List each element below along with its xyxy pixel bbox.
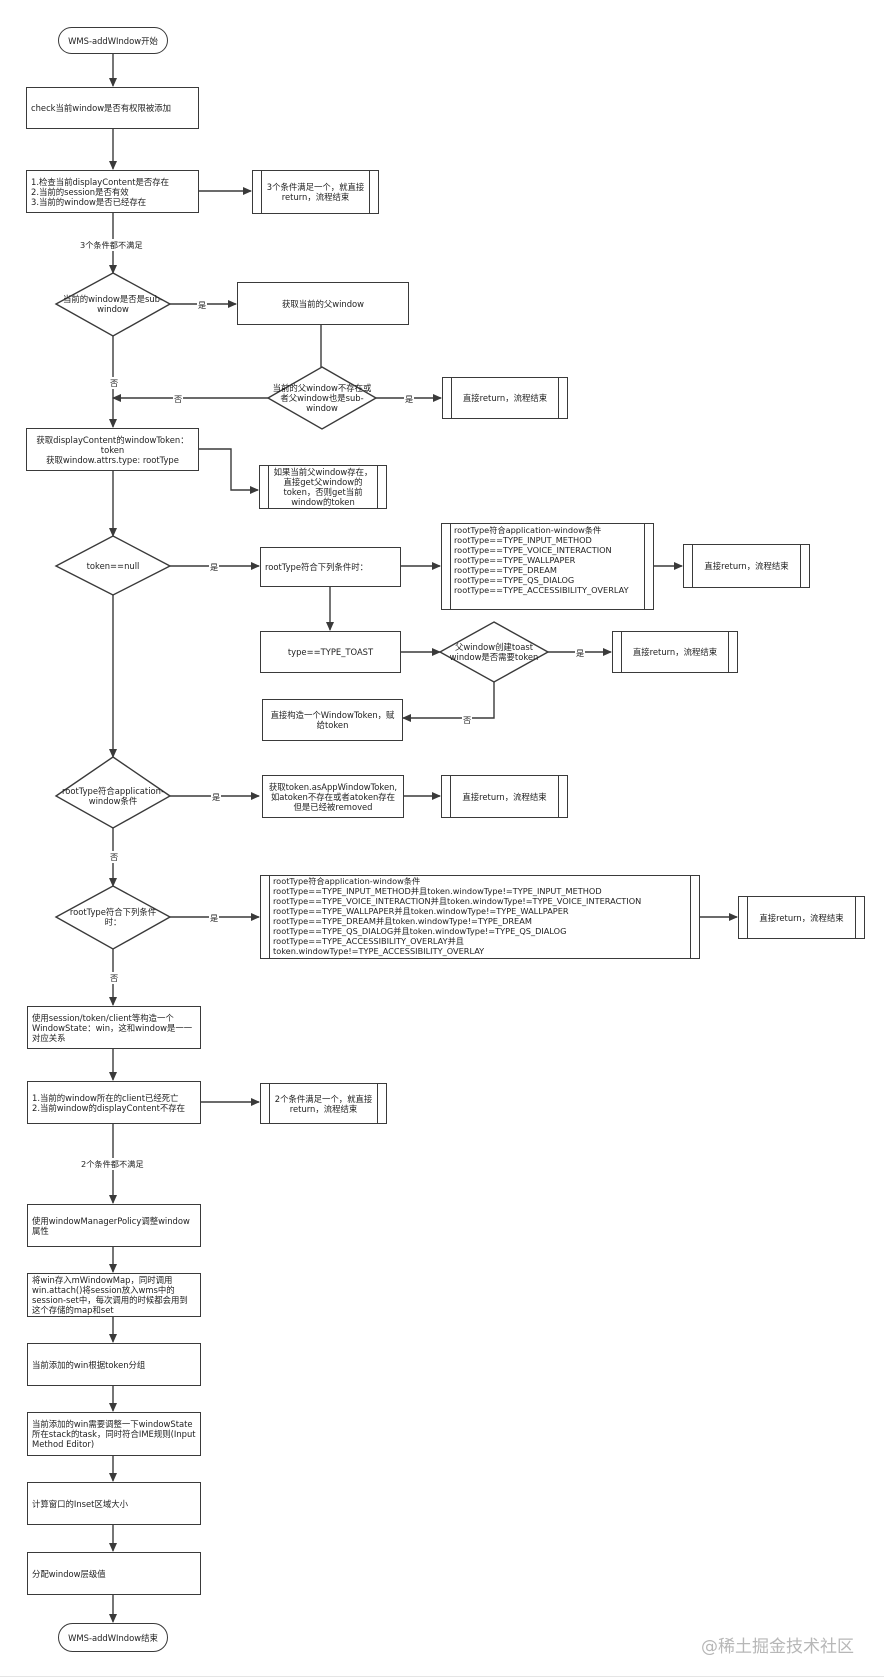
toast-return-box: 直接return，流程结束 xyxy=(612,631,738,673)
decision-roottype-match xyxy=(54,885,172,950)
precheck-return-box: 3个条件满足一个，就直接return，流程结束 xyxy=(252,170,379,214)
label-yes-subwindow: 是 xyxy=(197,299,208,311)
label-yes-app: 是 xyxy=(211,791,222,803)
group-token-box: 当前添加的win根据token分组 xyxy=(27,1343,201,1386)
watermark: @稀土掘金技术社区 xyxy=(701,1637,854,1657)
decision-roottype-match-text: rootType符合下列条件时： xyxy=(69,907,157,927)
decision-parent-missing xyxy=(266,366,378,430)
store-map-box: 将win存入mWindowMap，同时调用win.attach()将sessio… xyxy=(27,1273,201,1317)
precheck-fail-label: 3个条件都不满足 xyxy=(79,239,144,251)
decision-sub-window xyxy=(54,272,172,337)
roottype-app-conditions-box: rootType符合application-window条件 rootType=… xyxy=(441,523,654,610)
precheck-conditions-box: 1.检查当前displayContent是否存在 2.当前的session是否有… xyxy=(26,170,199,213)
decision-toast-token-text: 父window创建toast window是否需要token xyxy=(449,642,539,662)
decision-app-window xyxy=(54,756,172,829)
get-token-box: 获取displayContent的windowToken：token 获取win… xyxy=(26,428,199,471)
label-no-subwindow: 否 xyxy=(109,377,120,389)
decision-token-null-text: token==null xyxy=(86,561,140,571)
adjust-stack-box: 当前添加的win需要调整一下windowState所在stack的task，同时… xyxy=(27,1412,201,1456)
label-no-parent: 否 xyxy=(173,393,184,405)
parent-token-note-box: 如果当前父window存在，直接get父window的token，否则get当前… xyxy=(259,465,387,509)
check-permission-box: check当前window是否有权限被添加 xyxy=(26,87,199,129)
start-node: WMS-addWIndow开始 xyxy=(58,27,168,54)
get-app-token-box: 获取token.asAppWindowToken,如atoken不存在或者ato… xyxy=(262,775,404,818)
type-toast-box: type==TYPE_TOAST xyxy=(260,631,401,673)
label-yes-parent: 是 xyxy=(404,393,415,405)
end-node: WMS-addWIndow结束 xyxy=(58,1623,168,1652)
roottype-match-lower-box: rootType符合下列条件时： xyxy=(260,547,401,587)
decision-parent-missing-text: 当前的父window不存在或者父window也是sub-window xyxy=(272,383,372,413)
edge-gettoken-to-note xyxy=(199,448,259,494)
label-no-app: 否 xyxy=(109,851,120,863)
label-yes-tokennull: 是 xyxy=(209,561,220,573)
build-token-box: 直接构造一个WindowToken，赋给token xyxy=(262,699,403,741)
label-no-full: 否 xyxy=(109,972,120,984)
client-check-box: 1.当前的window所在的client已经死亡 2.当前window的disp… xyxy=(27,1081,201,1124)
label-no-toast: 否 xyxy=(462,714,473,726)
get-parent-window-box: 获取当前的父window xyxy=(237,282,409,325)
decision-sub-window-text: 当前的window是否是sub-window xyxy=(62,294,164,314)
decision-toast-token xyxy=(438,621,550,683)
edge-toastdecision-no xyxy=(402,682,495,722)
parent-return-box: 直接return，流程结束 xyxy=(442,377,568,419)
decision-app-window-text: rootType符合application-window条件 xyxy=(62,786,164,806)
client-return-box: 2个条件满足一个，就直接return，流程结束 xyxy=(260,1083,387,1124)
app-return-box: 直接return，流程结束 xyxy=(441,775,568,818)
construct-windowstate-box: 使用session/token/client等构造一个WindowState：w… xyxy=(27,1006,201,1049)
label-yes-toast: 是 xyxy=(575,647,586,659)
null-return-box: 直接return，流程结束 xyxy=(683,544,810,588)
bottom-divider xyxy=(0,1676,884,1677)
label-yes-full: 是 xyxy=(209,912,220,924)
roottype-full-conditions-box: rootType符合application-window条件 rootType=… xyxy=(260,875,700,959)
compute-inset-box: 计算窗口的Inset区域大小 xyxy=(27,1482,201,1525)
decision-token-null xyxy=(54,535,172,596)
client-fail-label: 2个条件都不满足 xyxy=(80,1158,145,1170)
adjust-policy-box: 使用windowManagerPolicy调整window属性 xyxy=(27,1204,201,1247)
assign-layer-box: 分配window层级值 xyxy=(27,1552,201,1595)
full-return-box: 直接return，流程结束 xyxy=(738,896,865,939)
